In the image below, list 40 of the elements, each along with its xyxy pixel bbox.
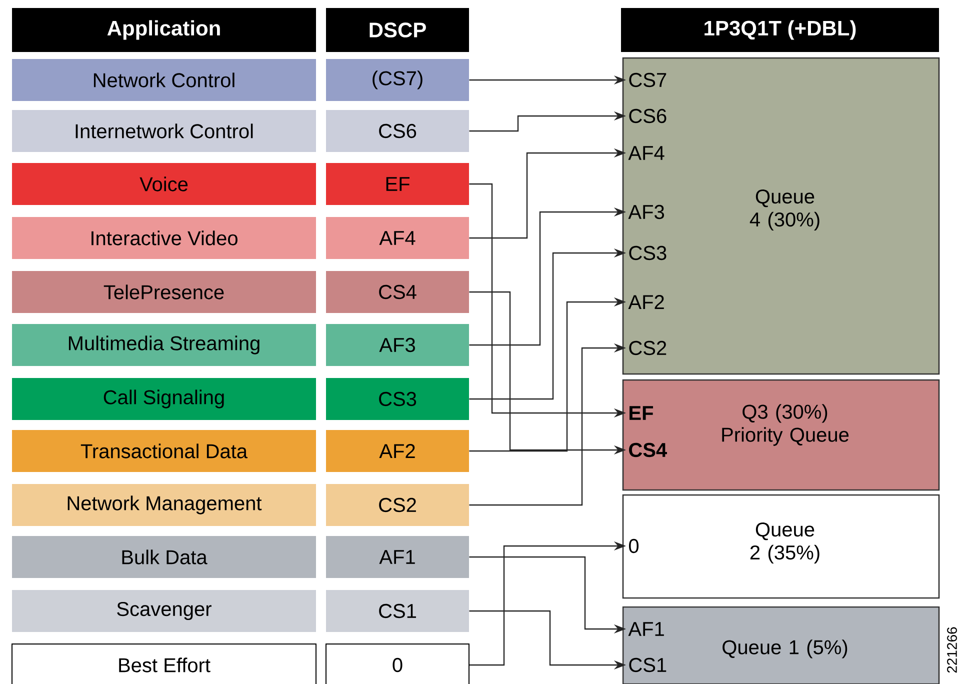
application-box: Voice [12,163,316,205]
header-cell: 1P3Q1T (+DBL) [621,8,939,52]
class-label: AF1 [628,622,664,636]
class-label: AF4 [628,146,664,160]
dscp-box: (CS7) [326,59,469,101]
application-box: Multimedia Streaming [12,324,316,366]
class-label: CS6 [629,108,666,124]
application-box: Interactive Video [12,217,316,259]
application-box: Network Management [12,484,316,526]
dscp-box: AF4 [326,217,469,259]
class-label: CS7 [629,72,666,88]
class-label: EF [630,406,654,420]
dscp-box: CS2 [326,484,469,526]
application-box: Bulk Data [12,536,316,578]
header-cell: Application [12,8,316,52]
application-box: Scavenger [12,590,316,632]
class-label: AF3 [628,204,664,220]
dscp-box: AF1 [326,536,469,578]
class-label: CS3 [629,246,666,260]
application-box: Transactional Data [12,430,316,472]
application-box: TelePresence [12,271,316,313]
dscp-box: AF2 [326,430,469,472]
application-box: Call Signaling [12,378,316,420]
dscp-box: CS1 [326,590,469,632]
class-label: CS4 [629,442,667,458]
dscp-box: 0 [326,644,470,684]
class-label: CS2 [629,340,666,356]
dscp-box: AF3 [326,324,469,366]
application-box: Internetwork Control [12,110,316,152]
dscp-box: CS6 [326,110,469,152]
application-box: Network Control [12,59,316,101]
dscp-box: CS3 [326,378,469,420]
dscp-box: EF [326,163,469,205]
class-label: CS1 [629,658,666,672]
class-label: AF2 [628,295,664,309]
figure-number: 221266 [947,627,957,673]
class-label: 0 [629,538,639,554]
application-box: Best Effort [12,644,316,684]
header-cell: DSCP [326,8,469,52]
dscp-box: CS4 [326,271,469,313]
